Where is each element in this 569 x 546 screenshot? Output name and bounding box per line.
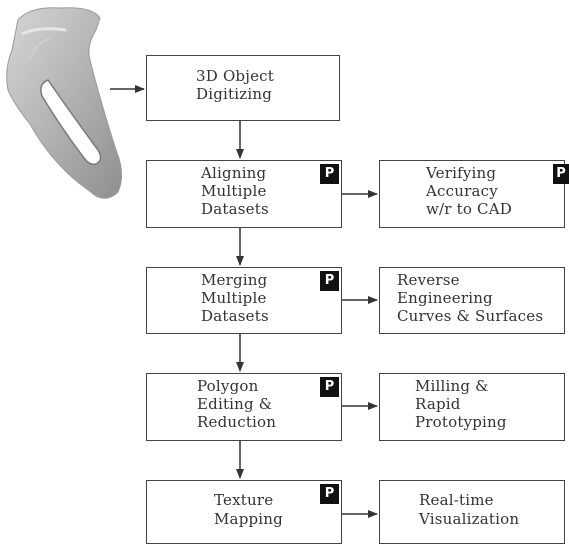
p-badge: P	[320, 271, 339, 291]
step-digitizing-label-2: Digitizing	[196, 85, 273, 103]
step-digitizing-label-1: 3D Object	[196, 67, 274, 85]
output-reverse-box	[379, 267, 565, 334]
step-aligning-label-2: Multiple	[201, 182, 267, 200]
output-realtime-label-2: Visualization	[419, 510, 520, 528]
output-milling-label-1: Milling &	[415, 377, 489, 395]
step-merging-label-2: Multiple	[201, 289, 267, 307]
output-verifying-box	[379, 160, 565, 228]
step-texture-box	[146, 480, 342, 544]
output-milling-label-3: Prototyping	[415, 413, 507, 431]
p-badge: P	[320, 164, 339, 184]
step-polygon-label-1: Polygon	[197, 377, 259, 395]
step-polygon-box	[146, 373, 342, 441]
output-milling-box	[379, 373, 565, 441]
step-polygon-label-3: Reduction	[197, 413, 277, 431]
step-merging-label-3: Datasets	[201, 307, 269, 325]
step-polygon-label-2: Editing &	[197, 395, 273, 413]
output-reverse-label-1: Reverse	[397, 271, 460, 289]
output-reverse-label-2: Engineering	[397, 289, 493, 307]
scanned-part-image	[6, 7, 122, 199]
output-verifying-label-3: w/r to CAD	[426, 200, 512, 218]
step-aligning-label-1: Aligning	[201, 164, 267, 182]
output-realtime-box	[379, 480, 565, 544]
output-realtime-label-1: Real-time	[419, 491, 494, 509]
output-verifying-label-2: Accuracy	[426, 182, 498, 200]
step-merging-label-1: Merging	[201, 271, 268, 289]
step-digitizing-box	[146, 55, 340, 121]
step-aligning-label-3: Datasets	[201, 200, 269, 218]
p-badge: P	[320, 377, 339, 397]
output-verifying-label-1: Verifying	[426, 164, 497, 182]
output-reverse-label-3: Curves & Surfaces	[397, 307, 544, 325]
output-milling-label-2: Rapid	[415, 395, 461, 413]
step-texture-label-1: Texture	[214, 491, 274, 509]
step-aligning-box	[146, 160, 342, 228]
step-texture-label-2: Mapping	[214, 510, 283, 528]
step-merging-box	[146, 267, 342, 334]
p-badge: P	[320, 484, 339, 504]
p-badge: P	[553, 164, 569, 184]
